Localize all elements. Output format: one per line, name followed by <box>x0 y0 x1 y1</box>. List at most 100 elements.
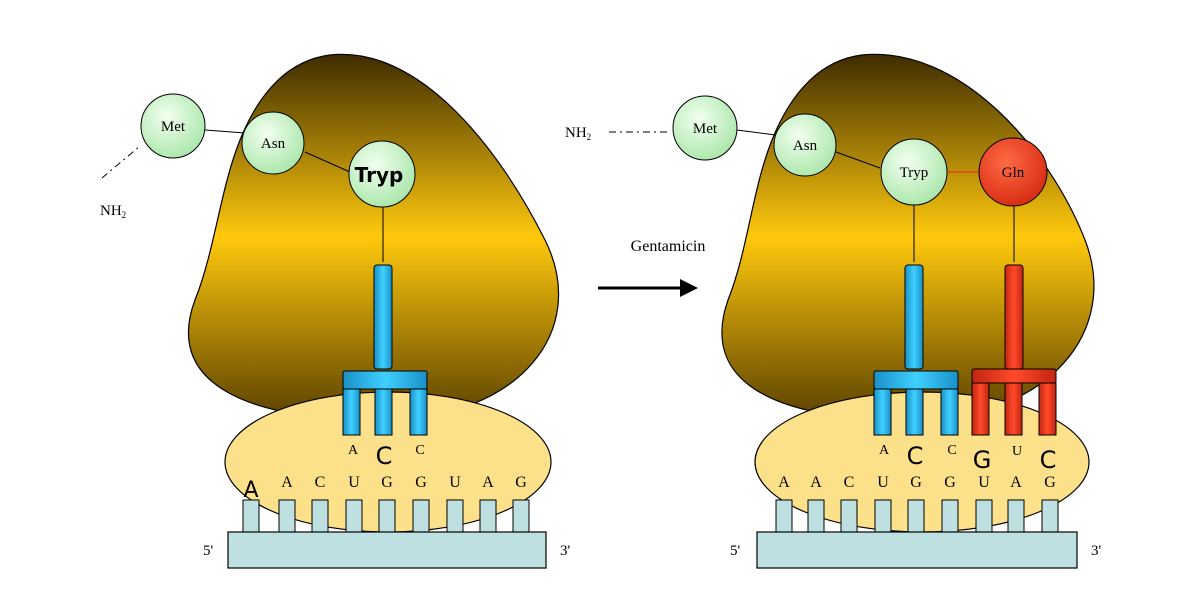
trna-prong <box>873 388 892 436</box>
mrna-backbone <box>756 531 1078 569</box>
amino-acid-asn-label: Asn <box>793 138 818 154</box>
codon-letter: G <box>381 474 393 491</box>
nucleotide-tooth <box>479 499 497 534</box>
nucleotide-tooth <box>1041 499 1059 534</box>
trna-prong <box>342 388 361 436</box>
peptide-chain: NH2 Met Asn Tryp Gln <box>565 95 1048 207</box>
nucleotide-tooth <box>446 499 464 534</box>
peptide-bond <box>304 151 351 173</box>
anticodon-letter: A <box>348 443 359 458</box>
arrow-head <box>680 279 698 297</box>
anticodon-letter: C <box>907 442 924 470</box>
codon-sequence: A A C U G G U A G <box>243 474 527 503</box>
codon-letter: G <box>415 474 427 491</box>
codon-letter: A <box>281 474 293 491</box>
nucleotide-tooth <box>907 499 925 534</box>
anticodon-letter: A <box>879 443 890 458</box>
codon-letter: G <box>910 474 922 491</box>
trna-gln: G U C <box>971 206 1057 474</box>
anticodon-letter: G <box>973 446 992 474</box>
mrna-backbone <box>227 531 547 569</box>
trna-prong <box>905 388 924 436</box>
trna-tryp: A C C <box>873 198 959 470</box>
mrna-strand <box>242 499 530 534</box>
left-panel: 5' 3' A A C U G G U A G A C C <box>100 53 571 569</box>
trna-stem <box>904 264 924 370</box>
anticodon-letter: U <box>1012 444 1022 459</box>
three-prime-label: 3' <box>1091 543 1102 559</box>
amino-acid-met <box>140 93 206 159</box>
arrow-label: Gentamicin <box>631 238 706 255</box>
codon-letter: C <box>844 474 855 491</box>
nucleotide-tooth <box>874 499 892 534</box>
anticodon-letter: C <box>376 442 393 470</box>
amino-acid-met-label: Met <box>693 121 718 137</box>
trna-prong <box>374 388 393 436</box>
peptide-bond <box>835 151 881 169</box>
codon-letter: A <box>1010 474 1022 491</box>
codon-letter: G <box>515 474 527 491</box>
trna-crossbar <box>342 370 428 390</box>
amino-acid-asn <box>241 111 305 175</box>
codon-letter: U <box>877 474 889 491</box>
amino-acid-tryp-label: Tryp <box>355 163 404 187</box>
nucleotide-tooth <box>412 499 430 534</box>
trna-crossbar <box>971 368 1057 384</box>
codon-letter: A <box>810 474 822 491</box>
peptide-chain: Met Asn Tryp NH2 <box>100 93 416 220</box>
peptide-bond <box>736 129 777 136</box>
nucleotide-tooth <box>242 499 260 534</box>
nucleotide-tooth <box>311 499 329 534</box>
trna-stem <box>1004 264 1024 370</box>
five-prime-label: 5' <box>730 543 741 559</box>
anticodon-letter: C <box>947 443 956 458</box>
nucleotide-tooth <box>807 499 825 534</box>
nucleotide-tooth <box>1007 499 1025 534</box>
codon-letter: A <box>482 474 494 491</box>
nh2-label: NH2 <box>100 203 126 220</box>
trna-prong <box>940 388 959 436</box>
amino-acid-asn-label: Asn <box>261 136 286 152</box>
trna-tryp: A C C <box>342 198 428 470</box>
codon-letter: U <box>348 474 360 491</box>
five-prime-label: 5' <box>203 543 214 559</box>
amino-acid-tryp <box>880 138 948 206</box>
amino-acid-gln-label: Gln <box>1002 165 1025 181</box>
right-panel: 5' 3' A A C U G G U A G A C C <box>565 53 1102 569</box>
codon-letter: A <box>243 478 258 503</box>
nucleotide-tooth <box>775 499 793 534</box>
codon-sequence: A A C U G G U A G <box>778 474 1056 491</box>
amino-acid-tryp-label: Tryp <box>900 165 929 181</box>
mrna-strand <box>775 499 1059 534</box>
codon-letter: U <box>449 474 461 491</box>
codon-letter: G <box>1044 474 1056 491</box>
trna-stem <box>373 264 393 370</box>
amino-acid-gln <box>978 137 1048 207</box>
amino-acid-tryp <box>348 140 416 208</box>
nucleotide-tooth <box>941 499 959 534</box>
codon-letter: G <box>944 474 956 491</box>
amino-acid-asn <box>773 113 837 177</box>
codon-letter: A <box>778 474 790 491</box>
nh2-label: NH2 <box>565 125 591 142</box>
gentamicin-arrow: Gentamicin <box>598 238 705 297</box>
amino-acid-met-label: Met <box>161 119 186 135</box>
codon-letter: U <box>978 474 990 491</box>
trna-prong <box>1004 382 1023 436</box>
anticodon-letter: C <box>415 443 424 458</box>
nucleotide-tooth <box>345 499 363 534</box>
nucleotide-tooth <box>840 499 858 534</box>
nucleotide-tooth <box>975 499 993 534</box>
codon-letter: C <box>315 474 326 491</box>
nucleotide-tooth <box>378 499 396 534</box>
peptide-bond <box>204 129 246 134</box>
trna-prong <box>1038 382 1057 436</box>
amino-acid-met <box>672 95 738 161</box>
nh2-dash-line <box>101 145 141 179</box>
three-prime-label: 3' <box>560 543 571 559</box>
trna-crossbar <box>873 370 959 390</box>
nucleotide-tooth <box>512 499 530 534</box>
nucleotide-tooth <box>278 499 296 534</box>
trna-prong <box>409 388 428 436</box>
